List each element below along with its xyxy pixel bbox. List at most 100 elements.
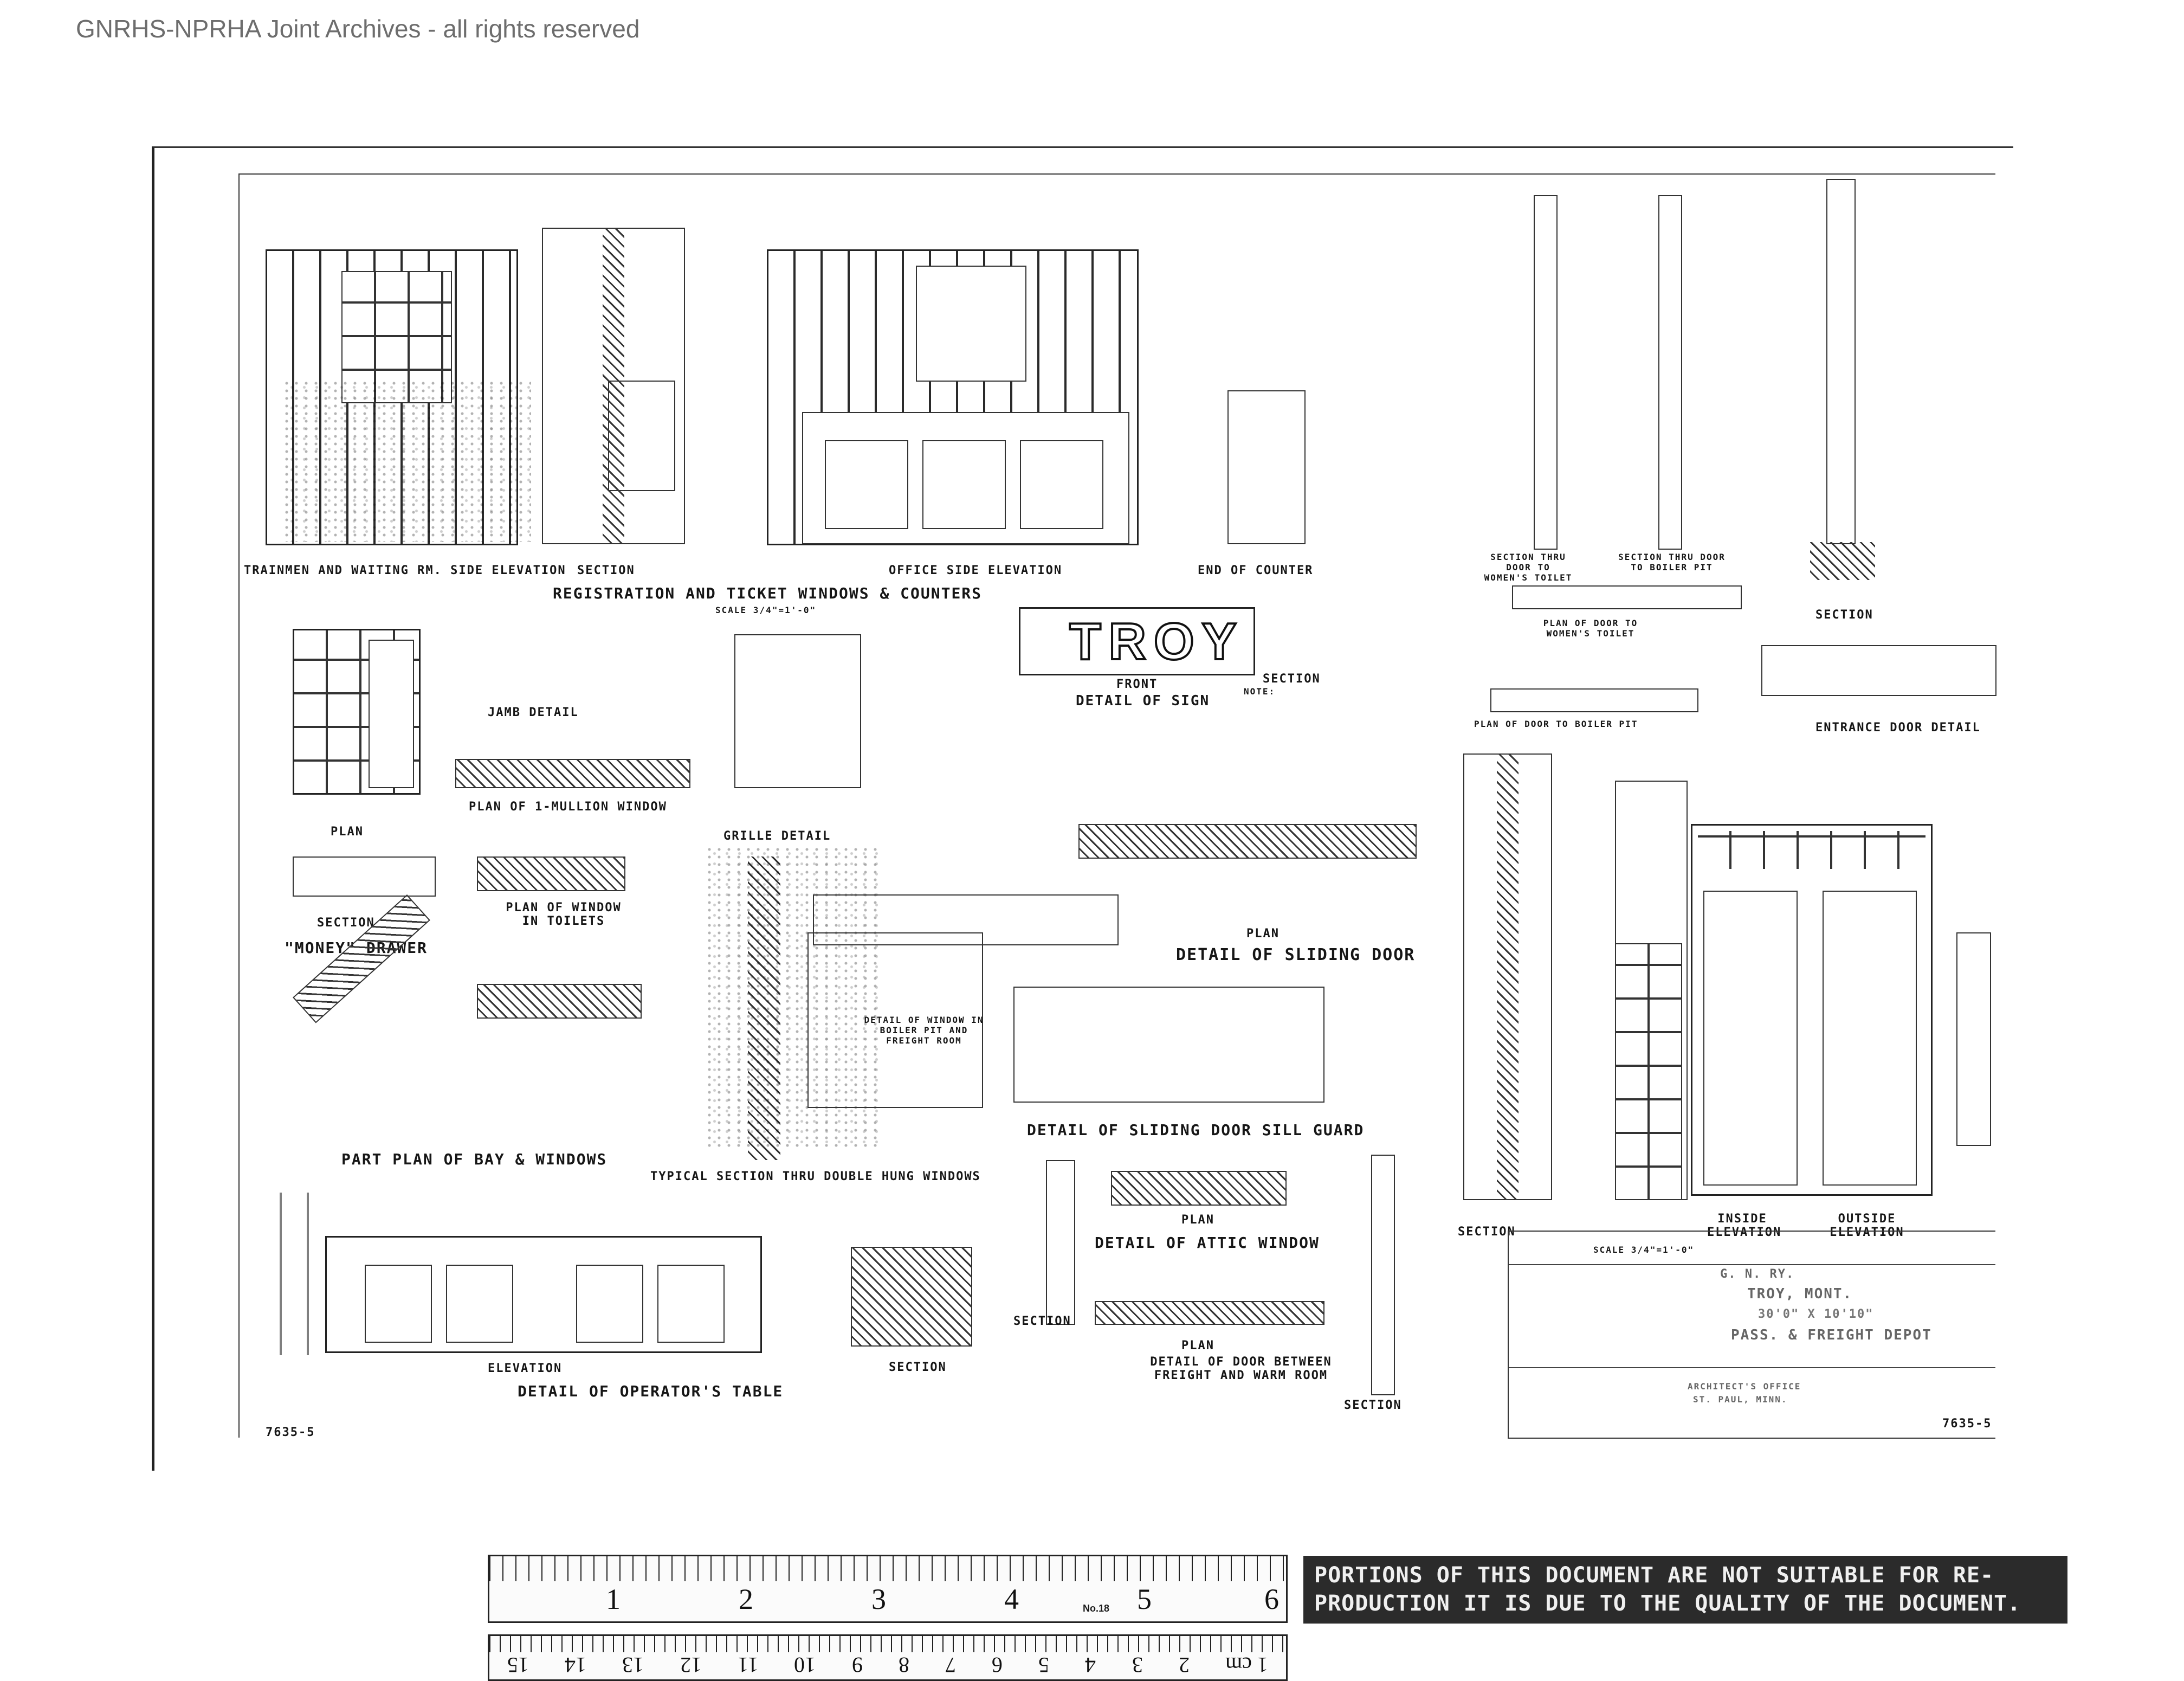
cm-mark: 3 (1132, 1653, 1143, 1677)
door-between-plan-label: PLAN (1181, 1339, 1214, 1352)
side-casing (1956, 932, 1991, 1146)
inch-ticks (489, 1556, 1286, 1581)
typical-section-title: TYPICAL SECTION THRU DOUBLE HUNG WINDOWS (650, 1170, 981, 1183)
title-block-depot: PASS. & FREIGHT DEPOT (1731, 1327, 1932, 1343)
cm-ticks (489, 1636, 1286, 1652)
drawing-inner-border (238, 173, 1995, 1438)
operators-table-elevation (325, 1236, 762, 1353)
detail-window-boiler-title: DETAIL OF WINDOW IN BOILER PIT AND FREIG… (864, 1015, 984, 1046)
money-drawer-section-label: SECTION (317, 916, 375, 930)
door-leaf-right (1823, 891, 1917, 1186)
cm-mark: 9 (851, 1653, 863, 1677)
cm-mark: 14 (565, 1653, 587, 1677)
sliding-door-plan-label: PLAN (1246, 927, 1280, 941)
cm-mark: 13 (622, 1653, 644, 1677)
detail-attic-window-title: DETAIL OF ATTIC WINDOW (1095, 1234, 1320, 1252)
drawing-number-left: 7635-5 (266, 1426, 315, 1439)
cm-mark: 7 (945, 1653, 956, 1677)
title-block: G. N. RY. TROY, MONT. 30'0" X 10'10" PAS… (1508, 1231, 1995, 1439)
entrance-door-detail-title: ENTRANCE DOOR DETAIL (1815, 721, 1981, 735)
table-cabinet-door (657, 1265, 725, 1343)
plan-mullion-title: PLAN OF 1-MULLION WINDOW (469, 800, 667, 814)
operators-table-title: DETAIL OF OPERATOR'S TABLE (518, 1382, 784, 1400)
reproduction-notice-stamp: PORTIONS OF THIS DOCUMENT ARE NOT SUITAB… (1303, 1556, 2067, 1624)
title-block-size: 30'0" X 10'10" (1758, 1308, 1874, 1321)
entrance-section-title: SECTION (1815, 608, 1873, 622)
entrance-door-plan (1761, 645, 1996, 696)
section-womens-toilet-title: SECTION THRU DOOR TO WOMEN'S TOILET (1484, 552, 1573, 583)
title-block-rule (1509, 1264, 1995, 1265)
cabinet-door (825, 440, 908, 529)
money-drawer-plan (293, 856, 436, 897)
cm-mark: 1 cm (1225, 1653, 1268, 1677)
table-cabinet-door (365, 1265, 432, 1343)
office-side-elevation-title: OFFICE SIDE ELEVATION (889, 564, 1063, 577)
registration-windows-title: REGISTRATION AND TICKET WINDOWS & COUNTE… (553, 584, 983, 602)
office-counter-cabinets (802, 412, 1129, 544)
ruler-model: No.18 (1083, 1603, 1110, 1614)
grille-detail-drawing (734, 634, 861, 788)
operators-section-label: SECTION (889, 1361, 947, 1374)
end-of-counter-title: END OF COUNTER (1198, 564, 1314, 577)
title-block-city: ST. PAUL, MINN. (1693, 1394, 1788, 1405)
cm-mark: 4 (1085, 1653, 1096, 1677)
cm-mark: 2 (1178, 1653, 1190, 1677)
toilet-window-plan (477, 856, 625, 891)
sign-section-label: SECTION (1263, 672, 1321, 686)
title-block-rule (1509, 1367, 1995, 1368)
door-between-plan (1095, 1301, 1324, 1325)
inch-mark: 2 (739, 1583, 753, 1615)
title-block-place: TROY, MONT. (1747, 1286, 1853, 1302)
sign-front-label: FRONT (1116, 678, 1158, 691)
inch-mark: 6 (1264, 1583, 1279, 1615)
drawing-sheet-border (152, 146, 2013, 1471)
sign-board: TROY (1019, 607, 1255, 675)
sill-guard-title: DETAIL OF SLIDING DOOR SILL GUARD (1027, 1121, 1365, 1139)
cm-numbers: 15 14 13 12 11 10 9 8 7 6 5 4 3 2 1 cm (489, 1652, 1286, 1678)
title-block-office: ARCHITECT'S OFFICE (1688, 1381, 1801, 1392)
cm-mark: 10 (794, 1653, 816, 1677)
door-between-title: DETAIL OF DOOR BETWEEN FREIGHT AND WARM … (1150, 1355, 1332, 1382)
bay-window-plan (477, 984, 642, 1019)
section-title-1: SECTION (577, 564, 635, 577)
inch-mark: 3 (871, 1583, 886, 1615)
sign-lettering: TROY (1068, 611, 1244, 672)
detail-sliding-door-title: DETAIL OF SLIDING DOOR (1176, 945, 1416, 964)
attic-window-section (1046, 1160, 1075, 1325)
boiler-door-plan (1490, 688, 1698, 712)
womens-door-plan (1512, 585, 1742, 609)
cabinet-door (922, 440, 1006, 529)
inch-ruler: 1 2 3 4 5 6 No.18 (488, 1555, 1288, 1623)
door-between-section (1371, 1155, 1395, 1395)
sliding-door-plan-upper (1078, 824, 1417, 859)
side-light-grid (1615, 943, 1682, 1200)
operators-table-section (851, 1247, 972, 1347)
right-scale-label: SCALE 3/4"=1'-0" (1593, 1245, 1695, 1255)
plan-door-boiler-title: PLAN OF DOOR TO BOILER PIT (1474, 719, 1638, 729)
boiler-pit-door-section (1658, 195, 1682, 550)
cm-mark: 12 (680, 1653, 702, 1677)
drawing-number-right: 7635-5 (1942, 1417, 1992, 1431)
plan-window-toilets-title: PLAN OF WINDOW IN TOILETS (506, 901, 622, 928)
mullion-window-plan (455, 759, 690, 788)
inch-mark: 5 (1137, 1583, 1152, 1615)
title-block-railway: G. N. RY. (1720, 1267, 1795, 1281)
attic-window-plan (1111, 1171, 1287, 1206)
detail-of-sign-title: DETAIL OF SIGN (1076, 693, 1210, 709)
section-drawing-1 (542, 228, 685, 544)
jamb-detail-title: JAMB DETAIL (488, 706, 579, 719)
inch-mark: 4 (1004, 1583, 1019, 1615)
inch-mark: 1 (606, 1583, 621, 1615)
entrance-door-section (1826, 179, 1856, 544)
operators-elevation-label: ELEVATION (488, 1362, 563, 1375)
table-drawer (576, 1265, 643, 1343)
plan-label: PLAN (331, 825, 364, 839)
cm-mark: 11 (737, 1653, 759, 1677)
right-section-drawing (1463, 753, 1552, 1200)
table-drawer (446, 1265, 513, 1343)
grille-detail-title: GRILLE DETAIL (723, 829, 831, 843)
registration-scale: SCALE 3/4"=1'-0" (715, 605, 817, 615)
right-section-label: SECTION (1458, 1225, 1516, 1239)
cabinet-door (1020, 440, 1103, 529)
scan-noise (705, 846, 878, 1149)
